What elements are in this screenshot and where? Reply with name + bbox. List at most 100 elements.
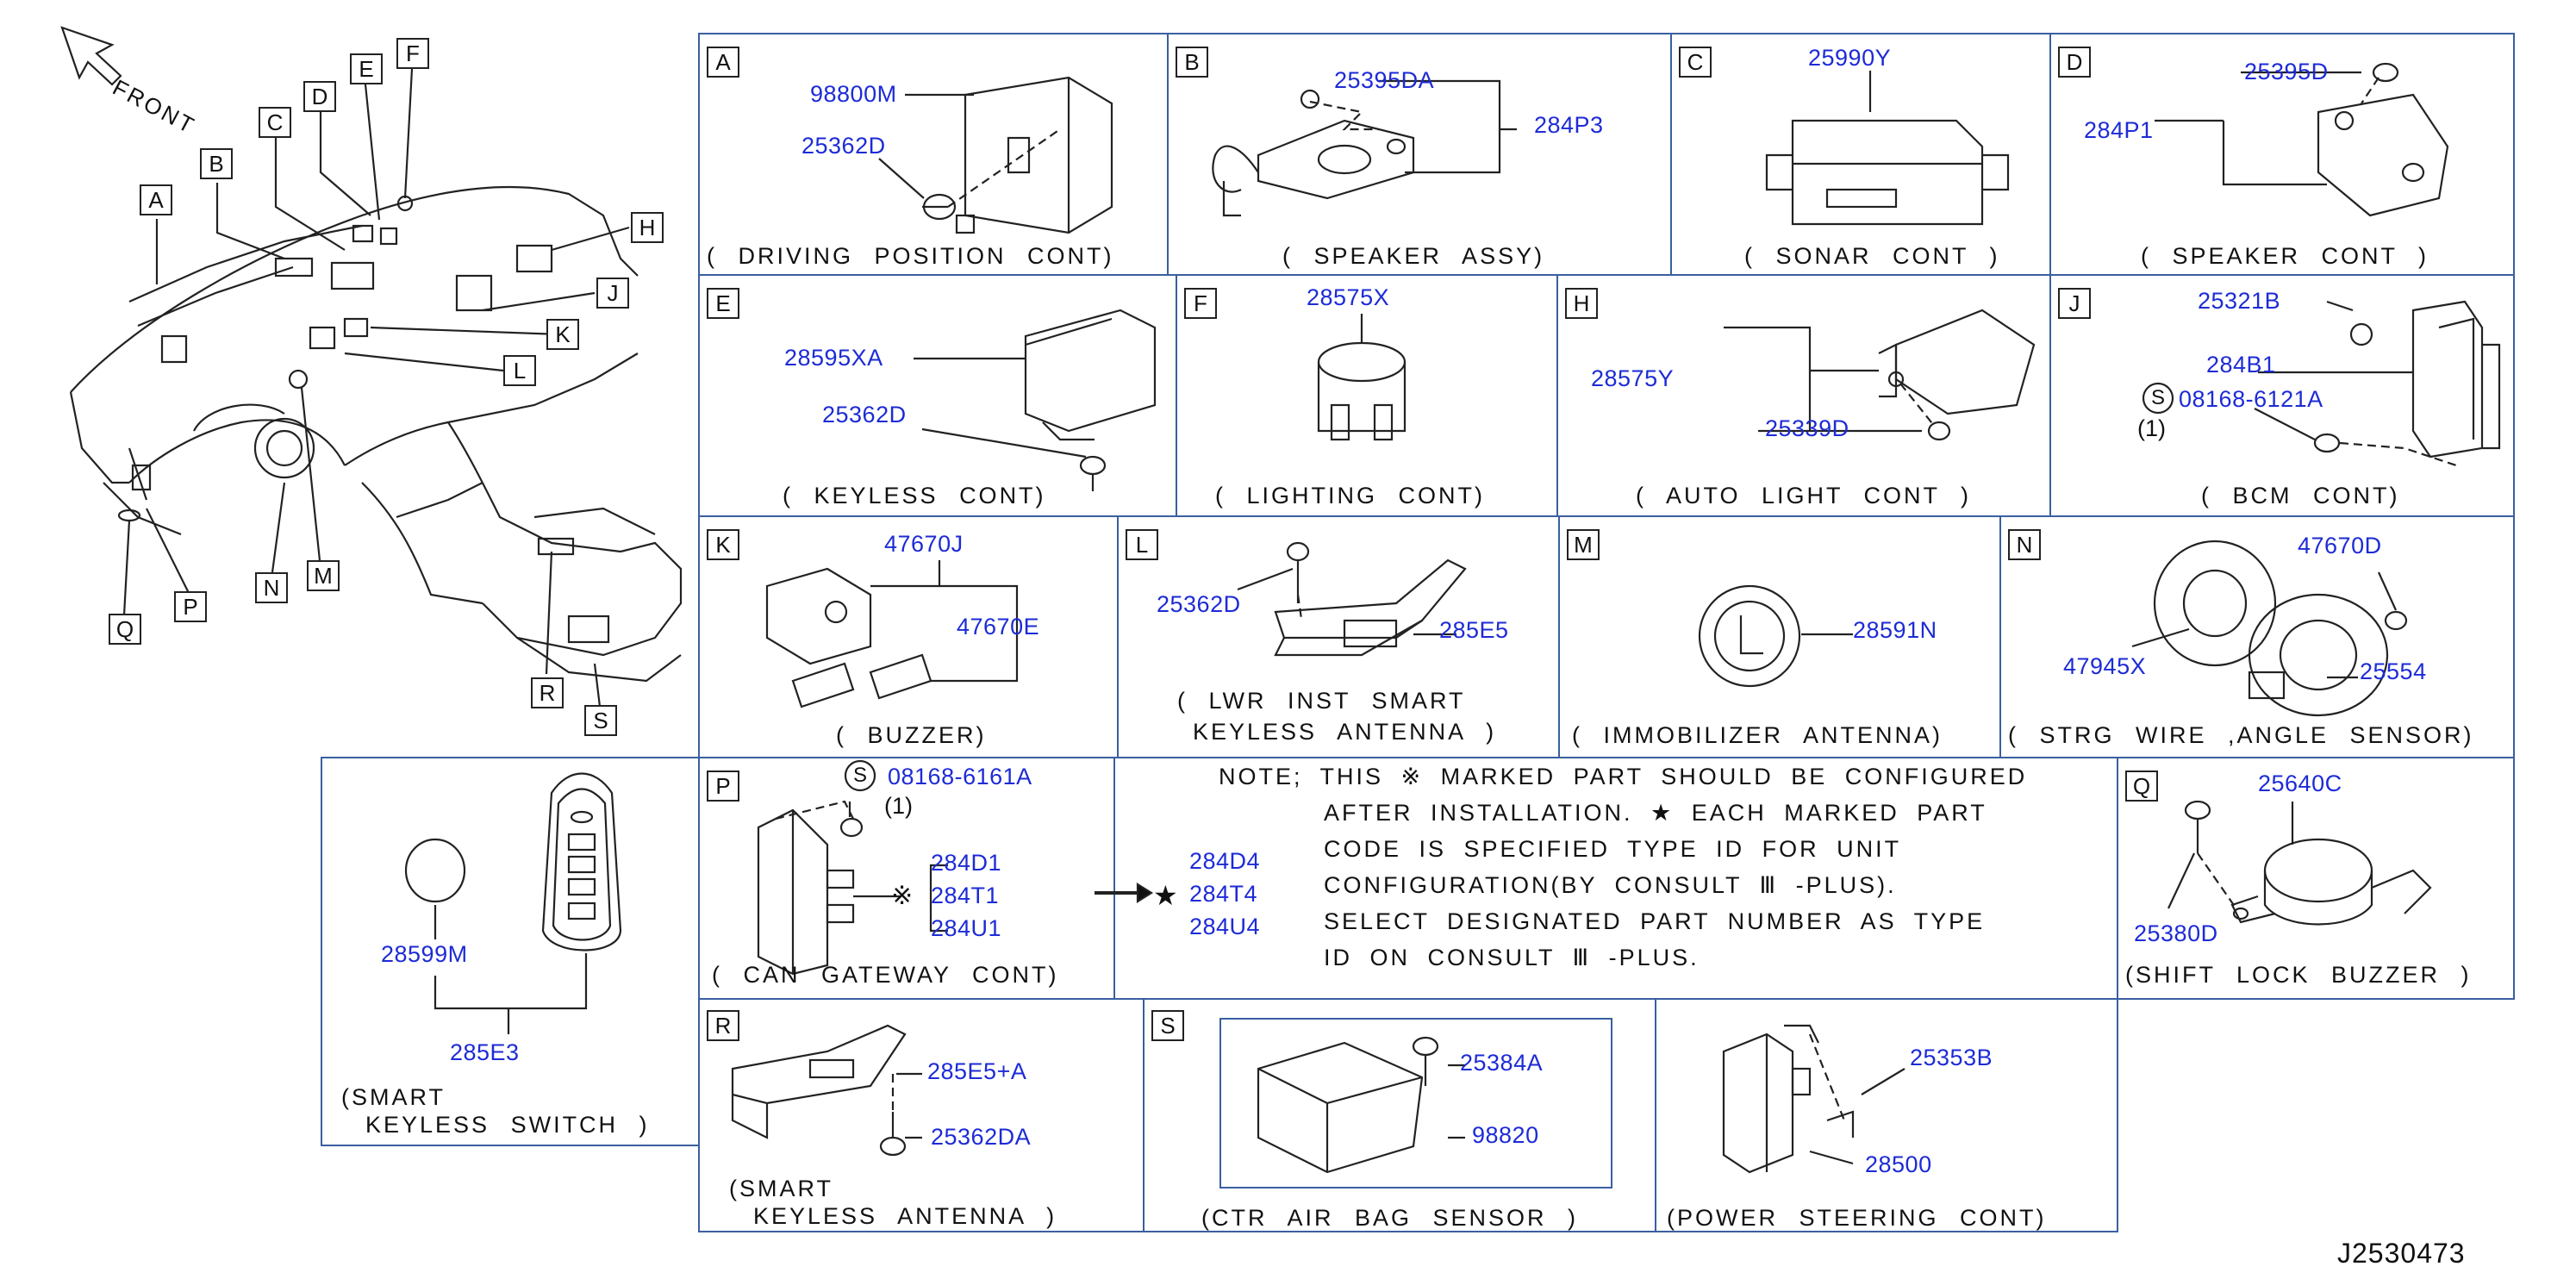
part-number[interactable]: 285E5+A xyxy=(927,1058,1027,1084)
part-number[interactable]: 28599M xyxy=(381,941,468,967)
part-number[interactable]: 284P3 xyxy=(1534,112,1604,138)
note-line-6: ID ON CONSULT Ⅲ -PLUS. xyxy=(1324,945,1700,970)
overview-callout-a[interactable]: A xyxy=(140,184,172,215)
part-number[interactable]: 98820 xyxy=(1472,1122,1539,1148)
overview-callout-j[interactable]: J xyxy=(596,278,629,309)
overview-callout-p[interactable]: P xyxy=(174,591,207,622)
screw-symbol: S xyxy=(2151,386,2166,409)
caption-immobilizer-antenna: ( IMMOBILIZER ANTENNA) xyxy=(1572,722,1943,748)
caption-driving-position-cont: ( DRIVING POSITION CONT) xyxy=(707,243,1114,269)
part-number[interactable]: 25384A xyxy=(1460,1050,1544,1076)
part-number[interactable]: 28500 xyxy=(1865,1151,1932,1177)
drawing-id: J2530473 xyxy=(2337,1238,2466,1269)
panel-label-j: J xyxy=(2058,288,2091,319)
panel-label-r: R xyxy=(707,1010,739,1041)
panel-label-m: M xyxy=(1567,529,1600,560)
overview-callout-n[interactable]: N xyxy=(255,572,288,603)
caption-strg-wire-angle-sensor: ( STRG WIRE ,ANGLE SENSOR) xyxy=(2008,722,2474,748)
panel-label-q: Q xyxy=(2125,771,2158,802)
part-number[interactable]: 284P1 xyxy=(2084,117,2154,143)
note-line-3: CODE IS SPECIFIED TYPE ID FOR UNIT xyxy=(1324,836,1902,862)
part-number[interactable]: 25362D xyxy=(801,133,886,159)
overview-callout-l[interactable]: L xyxy=(503,355,536,386)
panel-a xyxy=(698,33,1169,276)
caption-smart-keyless-switch: (SMART xyxy=(341,1084,446,1110)
part-number[interactable]: 25395D xyxy=(2244,59,2329,84)
caption-sonar-cont: ( SONAR CONT ) xyxy=(1744,243,2000,269)
overview-callout-k[interactable]: K xyxy=(546,319,579,350)
part-number[interactable]: 47670E xyxy=(957,614,1040,640)
caption-keyless-cont: ( KEYLESS CONT) xyxy=(783,483,1046,508)
caption-bcm-cont: ( BCM CONT) xyxy=(2201,483,2400,508)
panel-label-l: L xyxy=(1126,529,1158,560)
part-number[interactable]: 25380D xyxy=(2134,920,2218,946)
part-number[interactable]: 285E3 xyxy=(450,1039,520,1065)
part-number[interactable]: 47670D xyxy=(2298,533,2382,558)
quantity: (1) xyxy=(884,793,913,819)
star-icon: ★ xyxy=(1153,880,1178,911)
overview-callout-s[interactable]: S xyxy=(584,705,617,736)
part-number[interactable]: 08168-6161A xyxy=(888,764,1032,789)
caption-auto-light-cont: ( AUTO LIGHT CONT ) xyxy=(1636,483,1972,508)
part-number[interactable]: 284U1 xyxy=(931,915,1002,941)
panel-label-k: K xyxy=(707,529,739,560)
caption-shift-lock-buzzer: (SHIFT LOCK BUZZER ) xyxy=(2125,962,2472,988)
front-arrow-icon xyxy=(60,26,122,86)
dashboard-overview-drawing xyxy=(69,68,683,708)
part-number[interactable]: 284B1 xyxy=(2206,352,2276,377)
part-number[interactable]: 08168-6121A xyxy=(2179,386,2323,412)
part-number[interactable]: 25353B xyxy=(1910,1045,1993,1070)
overview-callout-f[interactable]: F xyxy=(396,38,429,69)
caption-lwr-inst-smart: ( LWR INST SMART xyxy=(1177,688,1466,714)
part-number[interactable]: 284D1 xyxy=(931,850,1002,876)
caption-speaker-assy: ( SPEAKER ASSY) xyxy=(1282,243,1545,269)
part-number[interactable]: 25362D xyxy=(822,402,907,427)
overview-callout-h[interactable]: H xyxy=(631,212,664,243)
part-number[interactable]: 25362D xyxy=(1157,591,1241,617)
part-number[interactable]: 28575X xyxy=(1307,284,1390,310)
configured-mark-icon: ※ xyxy=(891,882,914,910)
part-number[interactable]: 25395DA xyxy=(1334,67,1435,93)
quantity: (1) xyxy=(2137,415,2166,441)
overview-callout-e[interactable]: E xyxy=(350,53,383,84)
part-number[interactable]: 47945X xyxy=(2063,653,2147,679)
panel-h xyxy=(1556,274,2051,517)
panel-label-e: E xyxy=(707,288,739,319)
part-number[interactable]: 28575Y xyxy=(1591,365,1675,391)
part-number[interactable]: 25362DA xyxy=(931,1124,1032,1150)
panel-label-n: N xyxy=(2008,529,2041,560)
panel-power-steering xyxy=(1655,998,2118,1232)
part-number[interactable]: 28595XA xyxy=(784,345,883,371)
part-number[interactable]: 25990Y xyxy=(1808,45,1892,71)
overview-callout-d[interactable]: D xyxy=(303,81,336,112)
panel-s xyxy=(1143,998,1656,1232)
front-label: FRONT xyxy=(108,74,201,140)
part-number[interactable]: 285E5 xyxy=(1439,617,1509,643)
part-number[interactable]: 25640C xyxy=(2258,771,2342,796)
caption-can-gateway-cont: ( CAN GATEWAY CONT) xyxy=(712,962,1059,988)
part-number[interactable]: 284D4 xyxy=(1189,848,1261,874)
caption-speaker-cont: ( SPEAKER CONT ) xyxy=(2141,243,2429,269)
part-number[interactable]: 284T1 xyxy=(931,883,1000,908)
part-number[interactable]: 47670J xyxy=(884,531,964,557)
part-number[interactable]: 284T4 xyxy=(1189,881,1258,907)
part-number[interactable]: 25339D xyxy=(1765,415,1849,441)
overview-callout-m[interactable]: M xyxy=(307,560,340,591)
note-line-5: SELECT DESIGNATED PART NUMBER AS TYPE xyxy=(1324,908,1986,934)
overview-callout-q[interactable]: Q xyxy=(109,614,141,645)
caption-smart-keyless-switch-2: KEYLESS SWITCH ) xyxy=(365,1112,650,1138)
part-number[interactable]: 25554 xyxy=(2360,658,2427,684)
part-number[interactable]: 284U4 xyxy=(1189,914,1261,939)
part-number[interactable]: 28591N xyxy=(1853,617,1937,643)
part-number[interactable]: 25321B xyxy=(2198,288,2281,314)
panel-label-d: D xyxy=(2058,47,2091,78)
panel-e xyxy=(698,274,1177,517)
overview-callout-r[interactable]: R xyxy=(531,677,564,708)
overview-callout-c[interactable]: C xyxy=(259,107,291,138)
overview-callout-b[interactable]: B xyxy=(200,148,233,179)
part-number[interactable]: 98800M xyxy=(810,81,897,107)
caption-ctr-air-bag-sensor: (CTR AIR BAG SENSOR ) xyxy=(1201,1205,1579,1231)
panel-label-h: H xyxy=(1565,288,1598,319)
caption-power-steering-cont: (POWER STEERING CONT) xyxy=(1667,1205,2047,1231)
caption-smart-keyless-antenna: (SMART xyxy=(729,1176,834,1201)
